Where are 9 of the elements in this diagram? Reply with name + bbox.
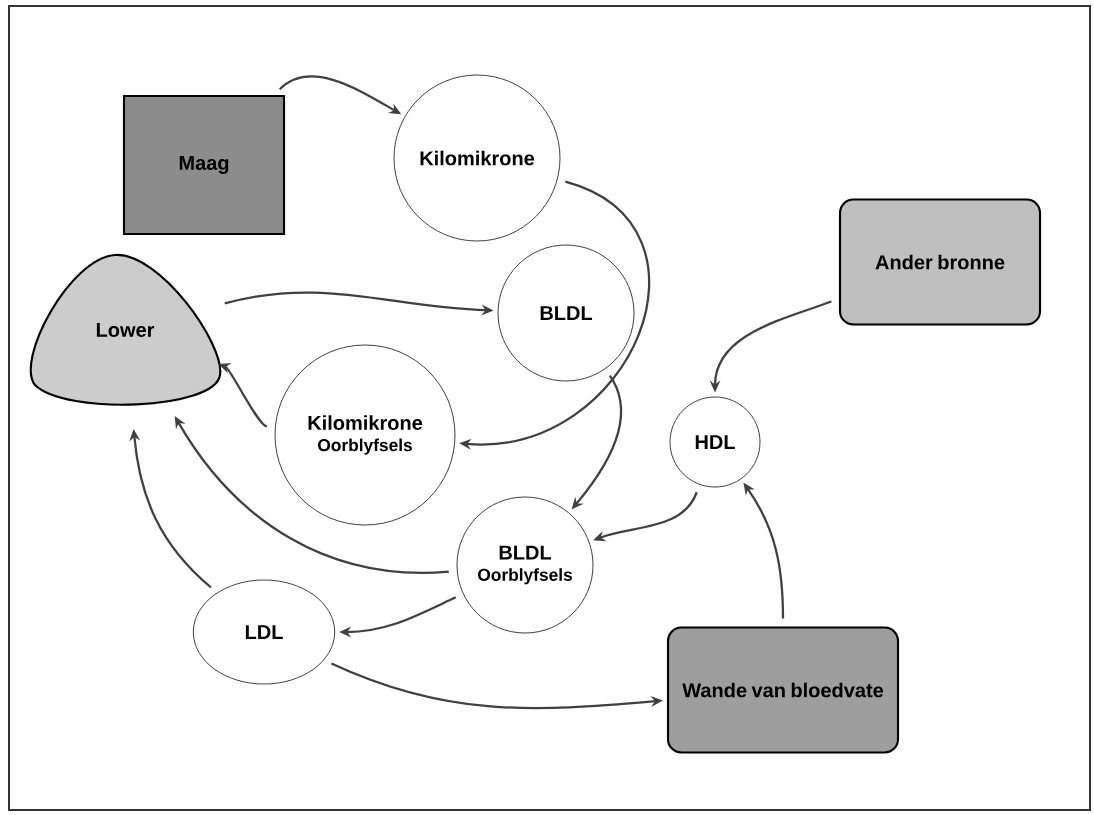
circle-node: Kilomikrone Oorblyfsels [274, 344, 456, 526]
vessel-wall-box: Wande van bloedvate [666, 626, 900, 754]
circle-node: LDL [192, 579, 336, 685]
circle-node: BLDL Oorblyfsels [456, 496, 594, 634]
source-box: Ander bronne [838, 198, 1042, 326]
stomach-box: Maag [122, 94, 286, 236]
circle-node: HDL [669, 396, 761, 488]
circle-node: Kilomikrone [393, 74, 561, 242]
circle-node: BLDL [497, 244, 635, 382]
